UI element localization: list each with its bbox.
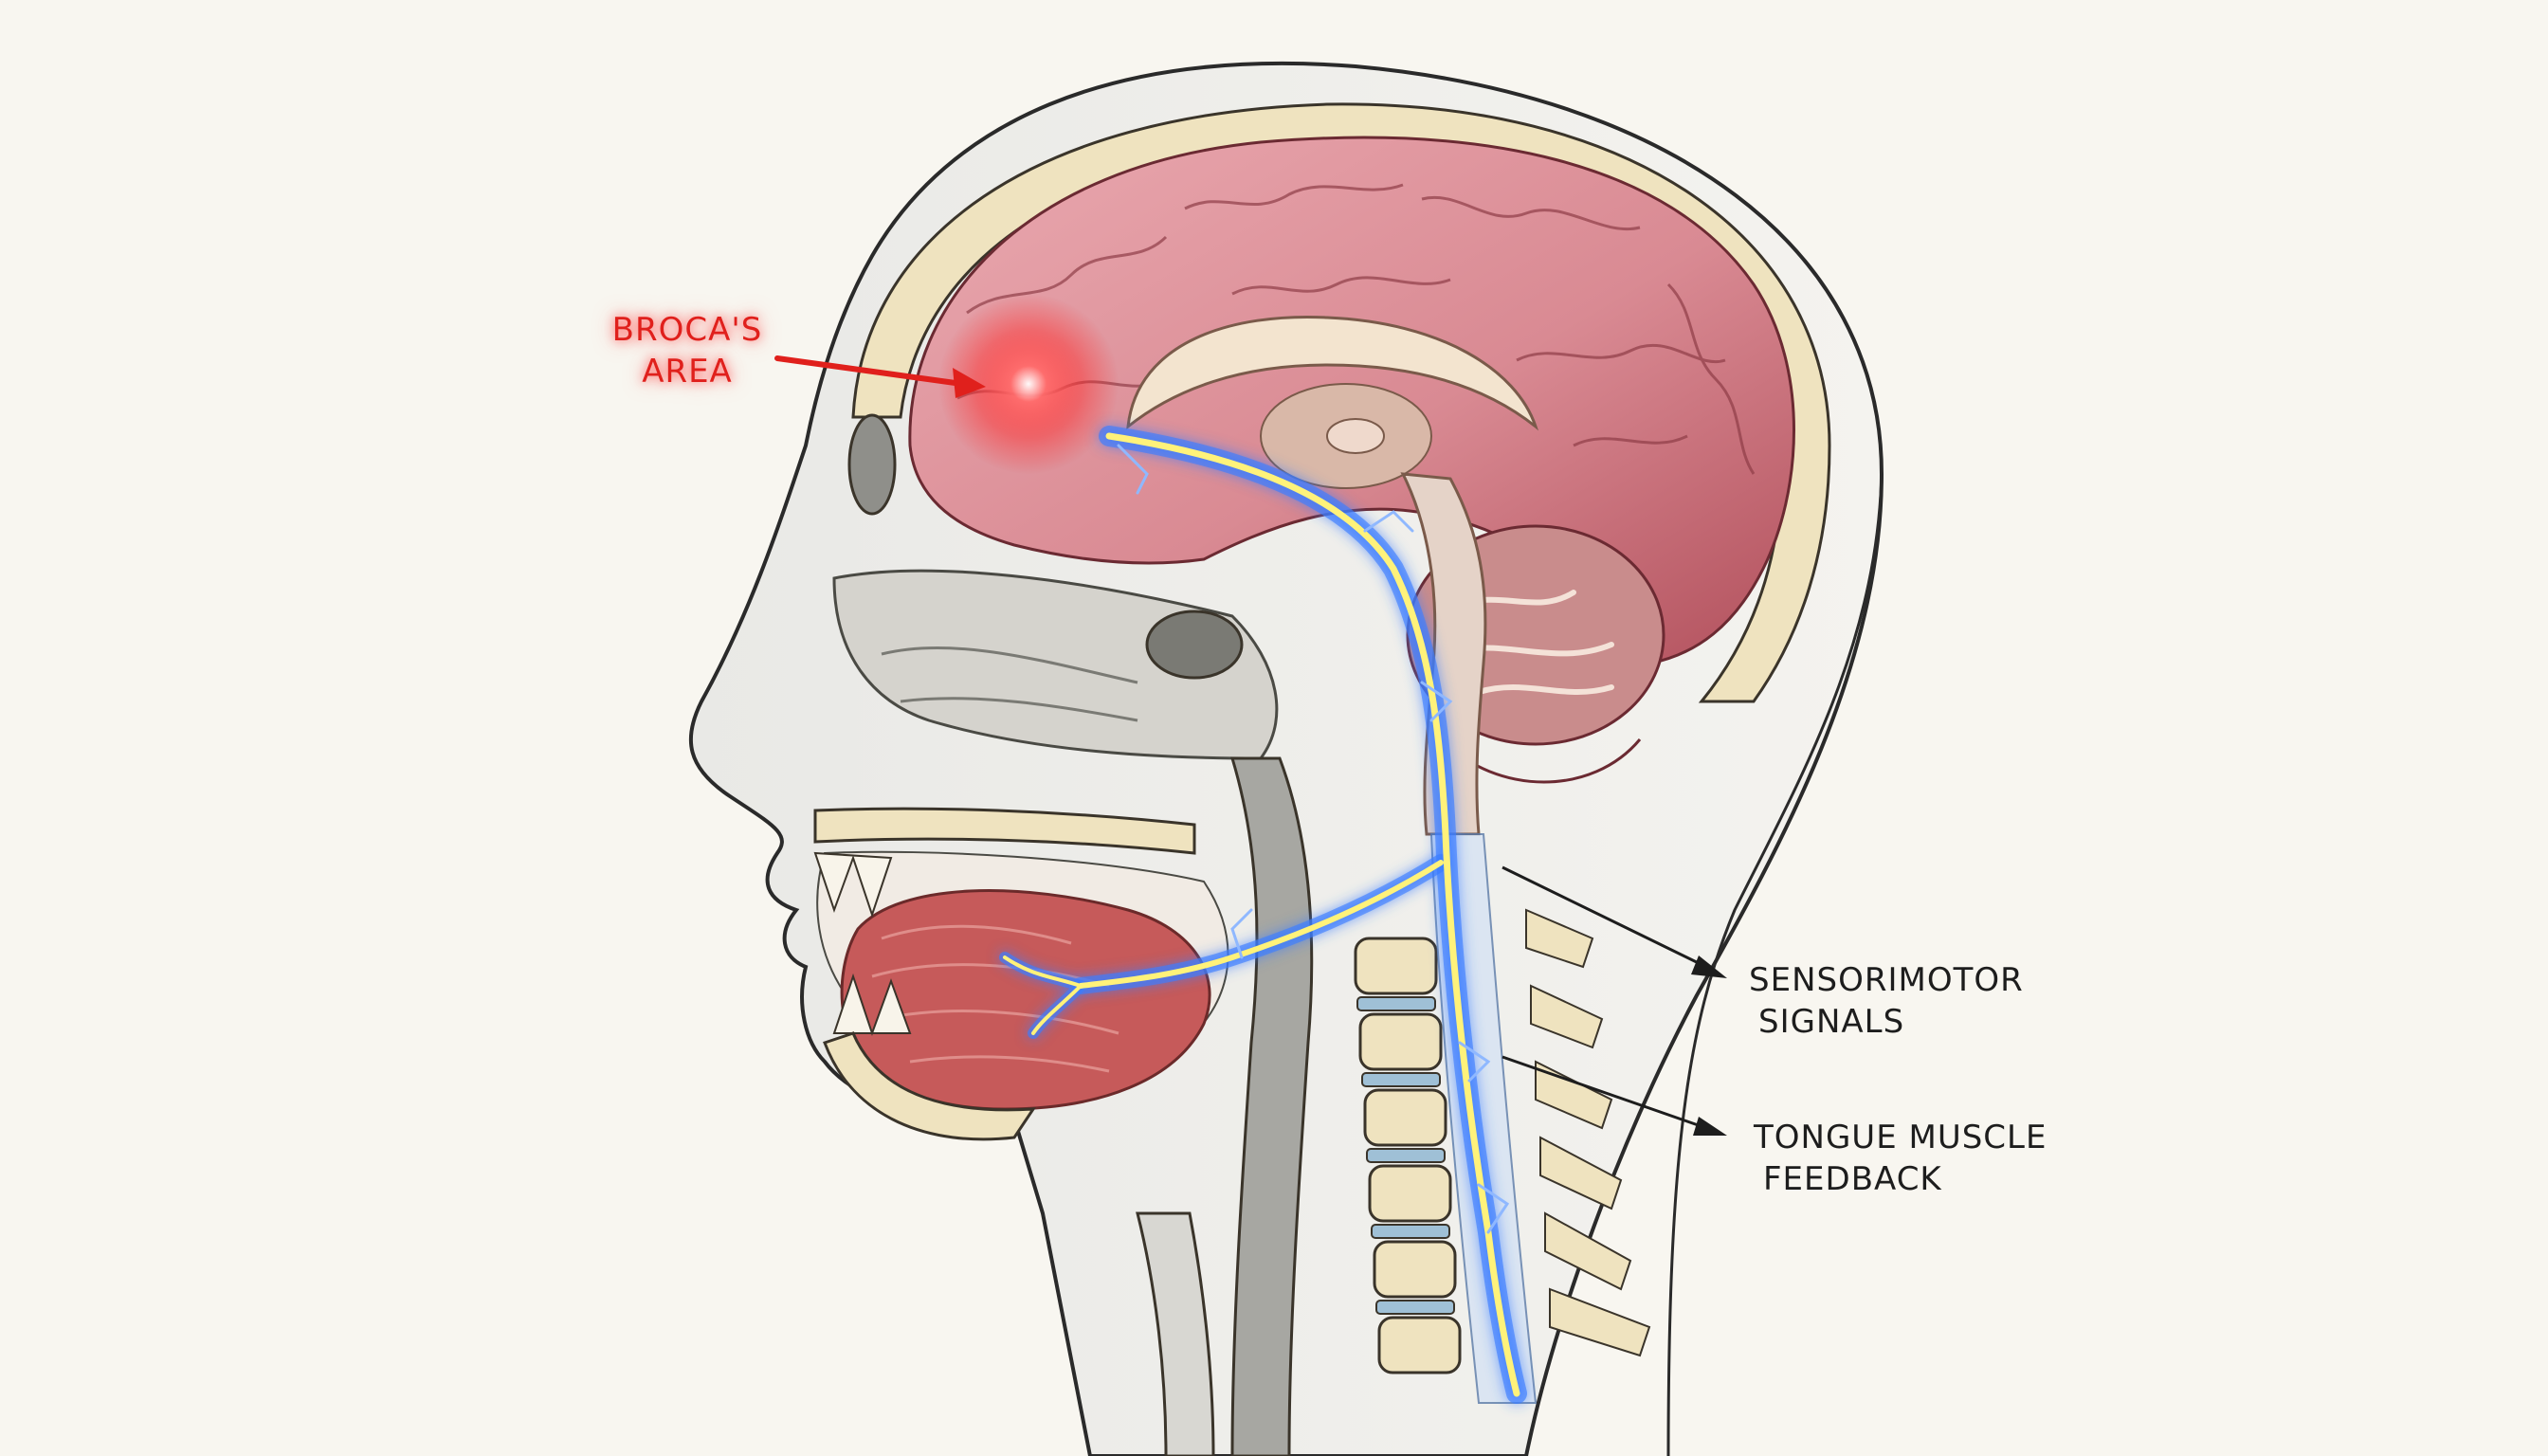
tongue-muscle-feedback-label-line1: TONGUE MUSCLE	[1754, 1119, 2048, 1156]
sensorimotor-signals-label-line1: SENSORIMOTOR	[1749, 961, 2024, 999]
brain-gyri	[956, 183, 1756, 475]
frontal-sinus	[847, 413, 897, 516]
brocas-area-label: BROCA'S AREA	[607, 309, 768, 392]
brocas-area-highlight	[938, 294, 1119, 474]
sensorimotor-arrow	[1502, 865, 1727, 978]
sphenoid-sinus	[1145, 610, 1244, 680]
sensorimotor-signals-label: SENSORIMOTOR SIGNALS	[1749, 959, 2024, 1043]
tongue-muscle-feedback-label: TONGUE MUSCLE FEEDBACK	[1754, 1117, 2047, 1200]
neck-back	[1666, 473, 1884, 1456]
lower-teeth	[832, 973, 912, 1037]
mandible	[823, 1031, 1036, 1141]
nerve-signal-core	[1003, 432, 1520, 1397]
tongue-muscle-feedback-label-line2: FEEDBACK	[1763, 1160, 1942, 1198]
sensorimotor-signals-label-line2: SIGNALS	[1758, 1003, 1905, 1041]
brocas-area-label-line1: BROCA'S	[611, 311, 763, 349]
hard-palate	[813, 807, 1196, 855]
brocas-arrow	[774, 355, 986, 398]
trachea	[1136, 1211, 1215, 1456]
cervical-spine	[1354, 908, 1651, 1374]
upper-teeth	[813, 851, 893, 919]
corpus-callosum	[1126, 315, 1539, 431]
tongue-feedback-arrow	[1502, 1055, 1727, 1136]
brocas-area-label-line2: AREA	[642, 353, 733, 391]
tongue-muscle-fibers	[871, 924, 1119, 1073]
